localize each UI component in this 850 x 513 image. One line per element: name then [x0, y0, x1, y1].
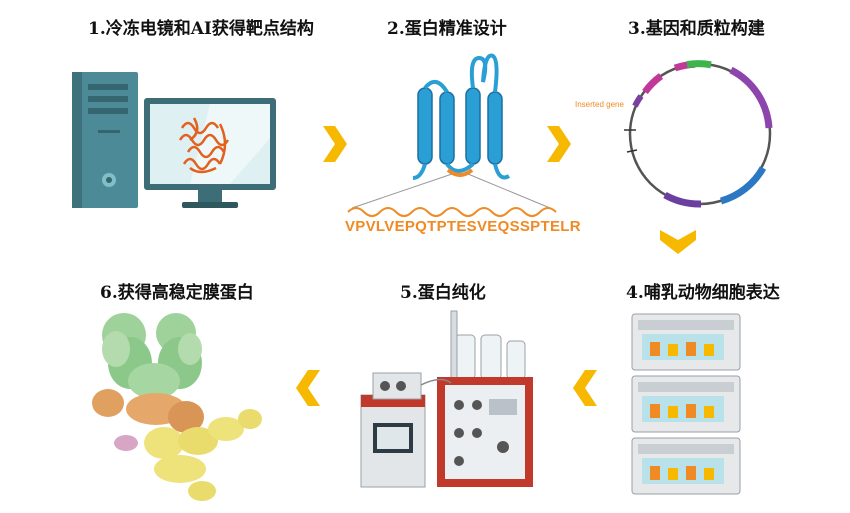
arrow-right-1-icon	[323, 126, 347, 162]
protein-green-domain	[102, 313, 202, 399]
protein-yellow-domain	[144, 409, 262, 501]
chromatography-system-icon	[360, 310, 533, 488]
protein-sequence: VPVLVEPQTPTESVEQSSPTELR	[345, 218, 581, 235]
step-5-title: 5.蛋白纯化	[400, 283, 486, 303]
membrane-protein-icon	[92, 313, 262, 501]
plasmid-icon	[624, 60, 773, 208]
arrow-right-2-icon	[547, 126, 571, 162]
inserted-gene-label: Inserted gene	[575, 100, 624, 109]
step-1-title: 1.冷冻电镜和AI获得靶点结构	[88, 19, 314, 39]
arrow-left-2-icon	[296, 370, 320, 406]
protein-orange-domain	[92, 389, 204, 433]
protein-helix-icon	[347, 53, 557, 217]
step-4-title: 4.哺乳动物细胞表达	[626, 283, 780, 303]
step-2-title: 2.蛋白精准设计	[387, 19, 507, 39]
protein-structure-icon	[178, 117, 230, 174]
step-3-title: 3.基因和质粒构建	[628, 19, 765, 39]
step-6-title: 6.获得高稳定膜蛋白	[100, 283, 254, 303]
computer-icon	[72, 72, 276, 208]
arrow-down-icon	[660, 230, 696, 254]
incubator-icon	[631, 313, 741, 495]
arrow-left-1-icon	[573, 370, 597, 406]
protein-pink-domain	[114, 435, 138, 451]
